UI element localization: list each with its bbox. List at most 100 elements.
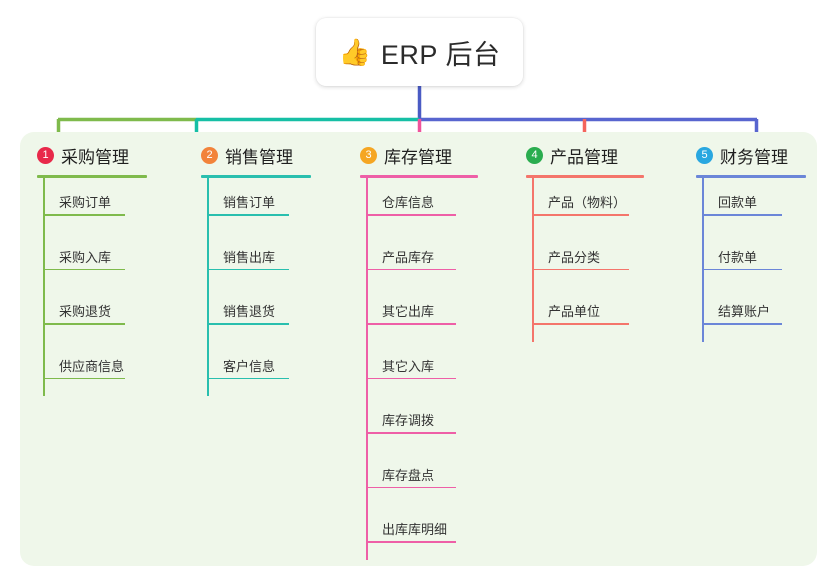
leaf-item[interactable]: 库存调拨 [360,410,456,434]
leaf-label: 回款单 [718,195,758,210]
leaf-item[interactable]: 采购退货 [37,301,125,325]
leaf-label: 销售退货 [223,304,276,319]
branch-spine [702,178,704,342]
leaf-underline [43,323,125,325]
category-underline [696,175,806,178]
category-badge-2: 2 [201,146,218,164]
leaf-item[interactable]: 仓库信息 [360,192,456,216]
leaf-item[interactable]: 销售订单 [201,192,289,216]
leaf-label: 付款单 [718,249,758,265]
leaf-underline [532,214,629,216]
leaf-underline [702,323,782,325]
leaf-item[interactable]: 其它出库 [360,301,456,325]
leaf-underline [366,214,456,216]
leaf-item[interactable]: 付款单 [696,247,782,271]
leaf-underline [532,323,629,325]
leaf-underline [366,323,456,325]
category-column-1: 1 采购管理采购订单采购入库采购退货供应商信息 [37,142,147,396]
leaf-underline [532,268,629,271]
leaf-item[interactable]: 其它入库 [360,356,456,380]
category-label: 库存管理 [384,147,452,167]
branch-spine [366,178,368,560]
leaf-item[interactable]: 客户信息 [201,356,289,380]
category-badge-1: 1 [37,146,54,164]
category-column-3: 3 库存管理仓库信息产品库存其它出库其它入库库存调拨库存盘点出库库明细 [360,142,478,560]
category-underline [201,175,311,178]
leaf-item[interactable]: 出库库明细 [360,519,456,543]
leaf-underline [207,214,289,216]
leaf-item[interactable]: 供应商信息 [37,356,125,380]
leaf-underline [43,214,125,216]
leaf-label: 出库库明细 [382,522,448,537]
leaf-underline [207,377,289,380]
leaf-list: 回款单付款单结算账户 [696,178,806,342]
branch-spine [207,178,209,396]
leaf-label: 销售出库 [223,249,276,265]
leaf-list: 采购订单采购入库采购退货供应商信息 [37,178,147,396]
category-header-3[interactable]: 3 库存管理 [360,142,478,168]
leaf-item[interactable]: 产品单位 [526,301,629,325]
leaf-label: 供应商信息 [59,358,125,374]
leaf-label: 采购入库 [59,249,112,265]
leaf-underline [366,377,456,380]
category-underline [360,175,478,178]
branch-spine [532,178,534,342]
leaf-item[interactable]: 产品（物料） [526,192,629,216]
category-label: 产品管理 [550,147,618,167]
category-underline [37,175,147,178]
category-label: 采购管理 [61,147,129,167]
leaf-label: 采购订单 [59,195,112,210]
category-column-5: 5 财务管理回款单付款单结算账户 [696,142,806,342]
leaf-item[interactable]: 产品分类 [526,247,629,271]
category-badge-3: 3 [360,146,377,164]
leaf-label: 客户信息 [223,358,276,374]
category-label: 财务管理 [720,147,788,167]
root-title: ERP 后台 [380,39,501,70]
leaf-underline [43,268,125,271]
leaf-item[interactable]: 结算账户 [696,301,782,325]
category-header-1[interactable]: 1 采购管理 [37,142,147,168]
leaf-item[interactable]: 库存盘点 [360,465,456,489]
leaf-label: 产品单位 [548,304,601,319]
branch-spine [43,178,45,396]
category-column-2: 2 销售管理销售订单销售出库销售退货客户信息 [201,142,311,396]
category-header-4[interactable]: 4 产品管理 [526,142,644,168]
leaf-list: 产品（物料） 产品分类产品单位 [526,178,644,342]
category-column-4: 4 产品管理产品（物料） 产品分类产品单位 [526,142,644,342]
leaf-label: 产品（物料） [548,195,627,210]
leaf-label: 结算账户 [718,304,771,319]
leaf-item[interactable]: 销售退货 [201,301,289,325]
leaf-item[interactable]: 产品库存 [360,247,456,271]
leaf-underline [366,432,456,434]
leaf-underline [366,486,456,489]
leaf-underline [366,268,456,271]
leaf-underline [43,377,125,380]
category-underline [526,175,644,178]
root-node[interactable]: 👍 ERP 后台 [316,18,523,86]
category-label: 销售管理 [225,147,293,167]
category-badge-4: 4 [526,146,543,164]
leaf-item[interactable]: 采购订单 [37,192,125,216]
leaf-underline [207,323,289,325]
leaf-label: 其它入库 [382,358,435,374]
leaf-label: 其它出库 [382,304,435,319]
category-header-5[interactable]: 5 财务管理 [696,142,806,168]
leaf-label: 仓库信息 [382,195,435,210]
leaf-label: 库存盘点 [382,467,435,483]
leaf-underline [207,268,289,271]
leaf-underline [702,214,782,216]
leaf-underline [366,541,456,543]
category-badge-5: 5 [696,146,713,164]
leaf-list: 仓库信息产品库存其它出库其它入库库存调拨库存盘点出库库明细 [360,178,478,560]
leaf-item[interactable]: 采购入库 [37,247,125,271]
thumbs-up-icon: 👍 [338,37,371,67]
leaf-item[interactable]: 回款单 [696,192,782,216]
leaf-list: 销售订单销售出库销售退货客户信息 [201,178,311,396]
leaf-item[interactable]: 销售出库 [201,247,289,271]
leaf-underline [702,268,782,271]
diagram-panel [20,132,817,566]
category-header-2[interactable]: 2 销售管理 [201,142,311,168]
leaf-label: 采购退货 [59,304,112,319]
leaf-label: 产品分类 [548,249,601,265]
